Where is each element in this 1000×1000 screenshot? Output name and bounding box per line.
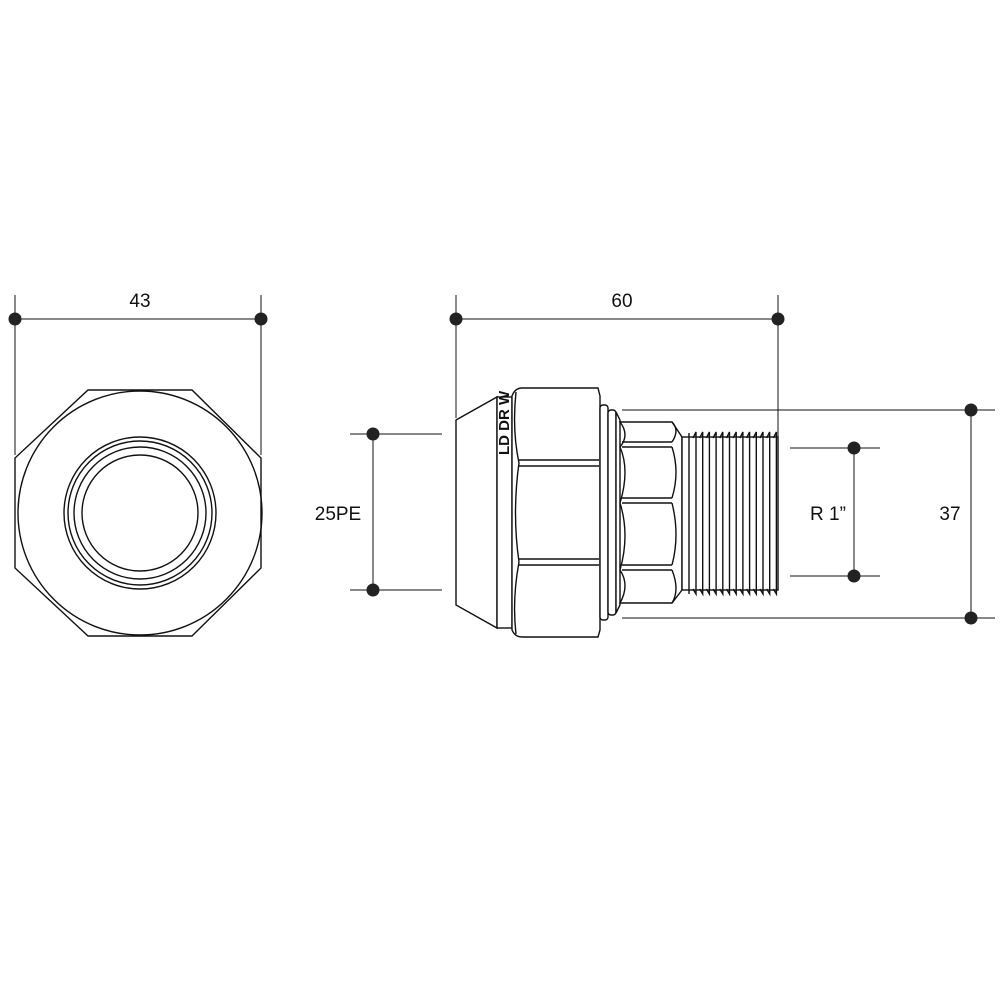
thread-crest — [699, 431, 704, 597]
dimension-width: 43 — [8, 291, 268, 455]
thread-crest — [725, 431, 731, 597]
thread-crest — [772, 431, 778, 597]
thread-crest — [719, 431, 724, 597]
thread — [681, 431, 779, 597]
dimension-thread: R 1” — [790, 441, 880, 583]
dimension-pipe-label: 25PE — [315, 504, 361, 525]
front-view — [14, 389, 263, 637]
dimension-pipe: 25PE — [315, 427, 442, 597]
thread-crest — [739, 431, 744, 597]
bore-circle — [81, 454, 199, 572]
thread-crest — [692, 431, 697, 597]
thread-crest — [705, 431, 711, 597]
outer-circle — [17, 390, 263, 636]
dimension-height: 37 — [622, 403, 995, 625]
thread-crest — [732, 431, 737, 597]
thread-crest — [759, 431, 764, 597]
thread-crest — [712, 431, 717, 597]
dimension-length-label: 60 — [611, 291, 632, 312]
thread-crest — [745, 431, 751, 597]
nut — [511, 387, 601, 638]
hex-outline — [14, 389, 262, 637]
side-view: LD DR W — [455, 387, 779, 638]
dimension-thread-label: R 1” — [810, 504, 846, 525]
dimension-height-label: 37 — [939, 504, 960, 525]
hex-body — [618, 421, 683, 604]
dimension-width-label: 43 — [129, 291, 150, 312]
thread-crest — [752, 431, 757, 597]
dimension-length: 60 — [449, 291, 785, 440]
marking-logo: LD DR W — [496, 390, 513, 455]
cone — [455, 395, 498, 630]
thread-crest — [766, 431, 771, 597]
